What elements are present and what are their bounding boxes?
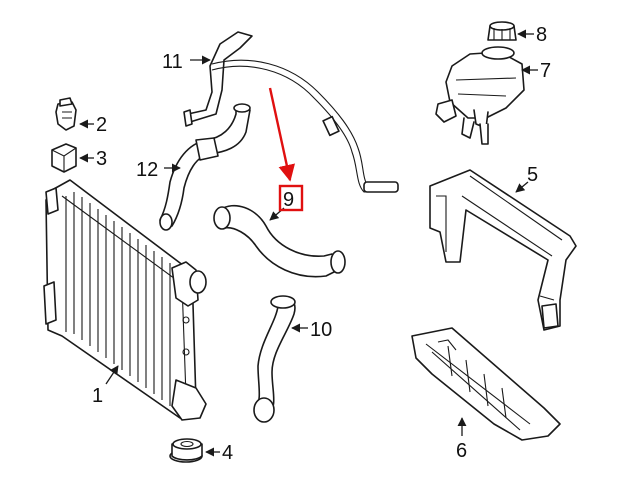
highlight-arrow <box>268 87 295 182</box>
mount-part <box>51 143 77 173</box>
callout-10: 10 <box>310 319 332 341</box>
bypass-hose-part <box>159 103 251 231</box>
shroud-part <box>429 169 577 331</box>
callout-8: 8 <box>536 24 547 46</box>
highlight-box <box>278 184 304 212</box>
callout-5: 5 <box>527 164 538 186</box>
callout-4: 4 <box>222 442 233 464</box>
callout-1: 1 <box>92 385 103 407</box>
callout-7: 7 <box>540 60 551 82</box>
tank-cap-part <box>487 21 517 41</box>
radiator-part <box>43 179 207 421</box>
leader-1 <box>105 365 119 385</box>
carrier-panel-part <box>411 327 561 441</box>
upper-hose-part <box>213 204 346 278</box>
cap-part <box>169 438 203 463</box>
leader-5 <box>515 181 529 193</box>
callout-6: 6 <box>456 440 467 462</box>
bleed-line-part <box>183 31 399 193</box>
lower-hose-part <box>253 295 296 423</box>
callout-11: 11 <box>162 51 183 73</box>
clip-part <box>55 97 77 131</box>
callout-9: 9 <box>283 189 294 211</box>
expansion-tank-part <box>435 46 525 145</box>
callout-2: 2 <box>96 114 107 136</box>
callout-3: 3 <box>96 148 107 170</box>
callout-12: 12 <box>136 159 158 181</box>
